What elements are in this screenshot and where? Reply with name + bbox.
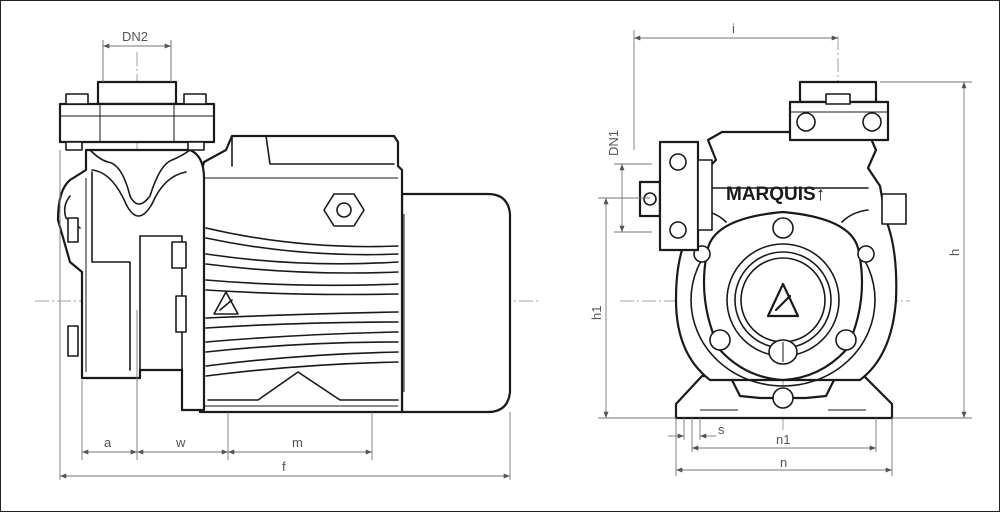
label-n1: n1: [776, 432, 790, 447]
volute-casing: [674, 130, 898, 409]
inlet-flange-front: [638, 140, 713, 252]
label-i: i: [732, 21, 735, 36]
side-view: [35, 40, 540, 480]
motor-end-cap: [400, 192, 512, 414]
label-w: w: [175, 435, 186, 450]
label-f: f: [282, 459, 286, 474]
front-dimensions: [598, 30, 972, 476]
motor-housing: [198, 134, 404, 414]
pump-body-side: [56, 148, 206, 412]
right-side-bolt: [881, 193, 907, 225]
label-dn2: DN2: [122, 29, 148, 44]
front-view: MARQUIS↑: [598, 30, 972, 476]
label-a: a: [104, 435, 112, 450]
discharge-flange-side: [58, 80, 216, 151]
label-m: m: [292, 435, 303, 450]
label-s: s: [718, 422, 725, 437]
brand-logo: MARQUIS↑: [726, 184, 825, 205]
label-n: n: [780, 455, 787, 470]
side-dimensions: [59, 40, 511, 480]
mounting-feet: [674, 374, 894, 420]
discharge-flange-front: [788, 80, 890, 142]
label-h1: h1: [589, 306, 604, 320]
label-h: h: [947, 249, 962, 256]
label-dn1: DN1: [606, 130, 621, 156]
